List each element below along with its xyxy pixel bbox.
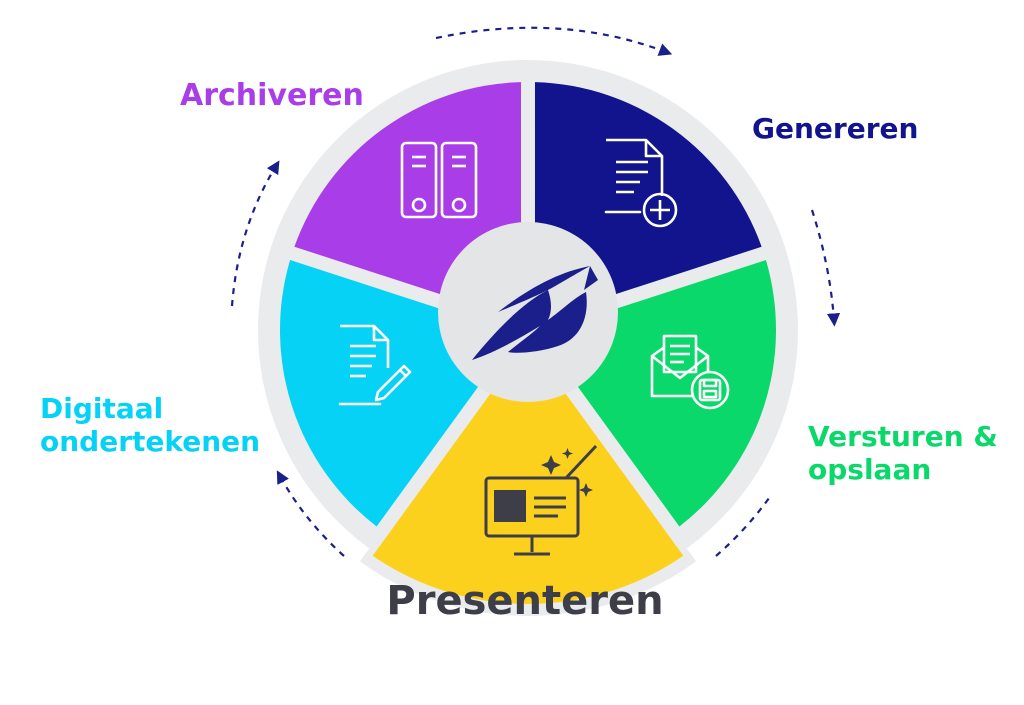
arrow-left xyxy=(230,160,280,307)
segment-genereren xyxy=(534,82,762,302)
binders-icon xyxy=(400,141,478,219)
label-digitaal-ondertekenen: Digitaal ondertekenen xyxy=(40,392,261,459)
pen-nib-logo-icon xyxy=(472,266,598,360)
label-presenteren: Presenteren xyxy=(386,578,664,624)
cycle-arrows xyxy=(230,26,841,557)
segment-archiveren xyxy=(294,82,522,302)
mail-save-icon xyxy=(650,334,730,410)
arrow-right xyxy=(810,209,841,327)
segment-digitaal xyxy=(280,260,482,527)
arrow-top xyxy=(435,26,673,56)
label-versturen-opslaan: Versturen & opslaan xyxy=(808,420,998,487)
segment-versturen xyxy=(574,260,776,527)
segment-presenteren xyxy=(372,390,684,604)
arrow-bottom-left xyxy=(276,470,345,557)
label-archiveren: Archiveren xyxy=(180,78,364,113)
presentation-screen-icon xyxy=(484,444,598,556)
document-sign-icon xyxy=(338,324,412,406)
label-genereren: Genereren xyxy=(752,112,919,145)
document-add-icon xyxy=(604,138,678,228)
arrow-bottom-right xyxy=(715,493,773,557)
